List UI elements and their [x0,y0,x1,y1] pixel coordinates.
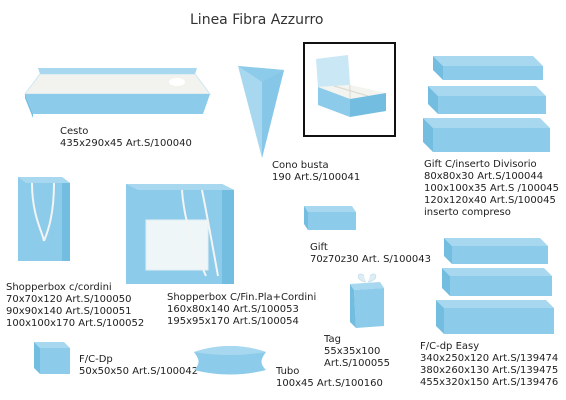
gift-image [304,206,356,230]
tag-caption: Tag 55x35x100 Art.S/100055 [324,334,390,369]
gift-caption: Gift 70z70z30 Art. S/100043 [310,242,431,265]
shopperbox-cordini-caption: Shopperbox c/cordini 70x70x120 Art.S/100… [6,282,145,329]
cono-image [238,66,284,158]
cono-caption: Cono busta 190 Art.S/100041 [272,160,361,183]
shopperbox-cordini-image [18,177,70,261]
cesto-caption: Cesto 435x290x45 Art.S/100040 [60,126,192,149]
tubo-image [194,346,266,375]
fcdp-easy-image [436,238,554,334]
shopperbox-fin-caption: Shopperbox C/Fin.Pla+Cordini 160x80x140 … [167,292,317,327]
tag-image [350,273,384,328]
shopperbox-fin-image [126,184,234,284]
gift-open-image [316,55,386,117]
fcdp-easy-caption: F/C-dp Easy 340x250x120 Art.S/139474 380… [420,341,559,388]
gift-divisorio-caption: Gift C/inserto Divisorio 80x80x30 Art.S/… [424,159,560,218]
page-title: Linea Fibra Azzurro [190,12,324,28]
fcdp-image [34,342,70,374]
highlight-frame [303,42,396,137]
gift-divisorio-image [423,56,550,152]
fcdp-caption: F/C-Dp 50x50x50 Art.S/100042 [79,354,199,377]
tubo-caption: Tubo 100x45 Art.S/100160 [276,366,383,389]
cesto-image [24,68,211,118]
